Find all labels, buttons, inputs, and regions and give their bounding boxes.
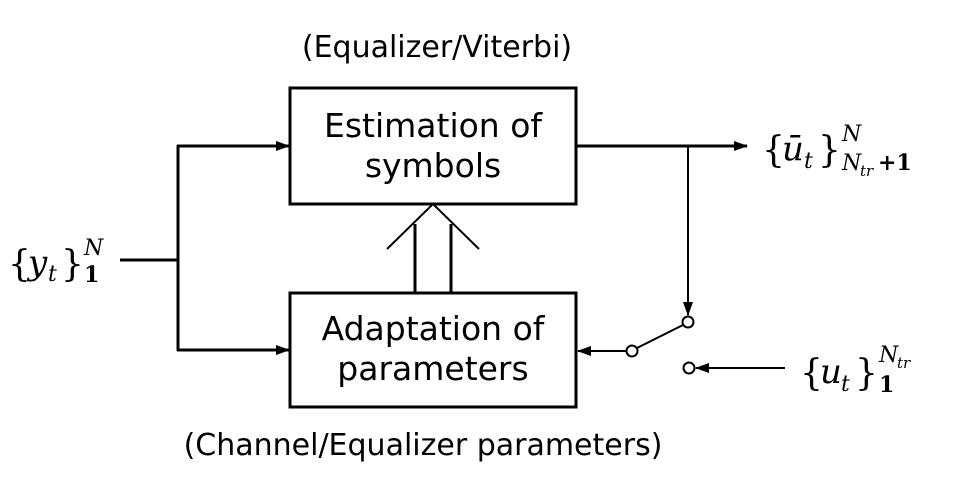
switch-arm <box>636 324 684 349</box>
estimation-label-line1: Estimation of <box>324 106 543 145</box>
adaptation-box <box>288 291 578 409</box>
adaptation-label-line1: Adaptation of <box>322 309 546 348</box>
adaptation-label-line2: parameters <box>337 349 528 388</box>
output-lower-sub: tr <box>860 162 874 180</box>
output-signal-label: { ū t } N N tr +1 <box>762 122 912 180</box>
switch-terminal-training <box>682 361 696 375</box>
estimation-caption: (Equalizer/Viterbi) <box>302 30 572 65</box>
estimation-box <box>288 86 578 206</box>
training-sub: t <box>841 372 850 397</box>
training-switch <box>625 315 696 375</box>
double-arrow-head <box>386 202 480 250</box>
input-var: y <box>26 243 48 283</box>
switch-pivot <box>625 344 639 358</box>
training-signal-label: { u t } N tr 1 <box>800 343 911 398</box>
training-brace-close: } <box>855 353 878 394</box>
output-brace-close: } <box>818 130 841 171</box>
input-sub: t <box>48 262 57 287</box>
input-signal-label: { y t } N 1 <box>8 236 104 288</box>
training-brace-open: { <box>800 353 823 394</box>
input-brace-close: } <box>61 244 84 285</box>
switch-terminal-decision <box>681 315 695 329</box>
input-lower: 1 <box>84 262 99 288</box>
output-lower-var: N <box>841 151 862 176</box>
estimation-block: Estimation of symbols <box>288 86 578 206</box>
adaptation-block: Adaptation of parameters <box>288 291 578 409</box>
training-sup-sub: tr <box>897 354 911 372</box>
output-var: ū <box>782 129 804 169</box>
output-lower-tail: +1 <box>878 150 912 176</box>
output-sub: t <box>804 149 813 174</box>
training-sup-var: N <box>878 343 899 368</box>
input-brace-open: { <box>8 244 31 285</box>
output-brace-open: { <box>762 130 785 171</box>
training-lower: 1 <box>879 372 894 398</box>
output-sup: N <box>841 122 862 147</box>
estimation-label-line2: symbols <box>365 146 501 185</box>
input-sup: N <box>83 236 104 261</box>
parameter-update-double-arrow <box>386 202 480 293</box>
training-var: u <box>820 352 842 392</box>
adaptation-caption: (Channel/Equalizer parameters) <box>184 428 663 463</box>
